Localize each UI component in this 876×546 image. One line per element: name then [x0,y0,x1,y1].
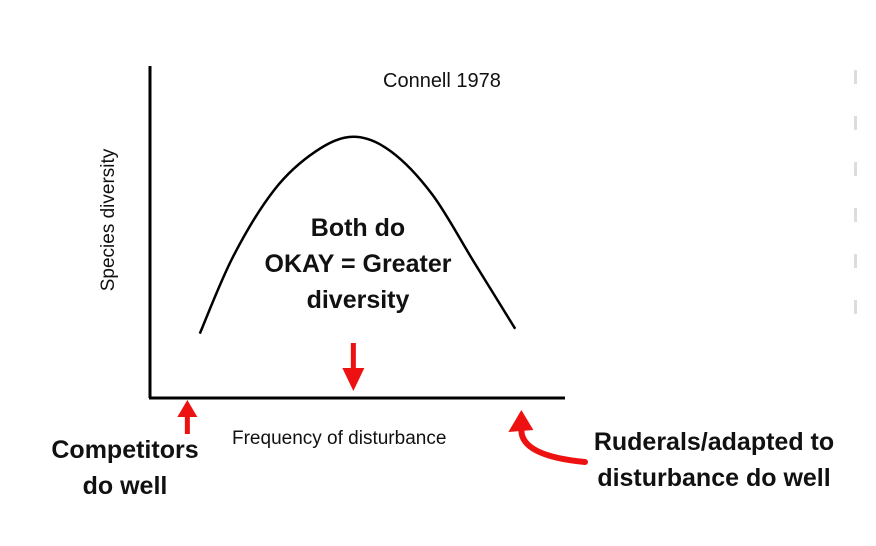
citation-label: Connell 1978 [383,70,501,92]
right-annotation: Ruderals/adapted to disturbance do well [566,424,862,496]
edge-artifact [854,70,857,320]
left-arrow-head [177,400,198,417]
x-axis-label: Frequency of disturbance [232,428,447,449]
center-annotation-line-1: Both do [310,214,406,242]
left-annotation-line-2: do well [82,472,168,500]
center-annotation: Both do OKAY = Greater diversity [237,210,479,318]
right-annotation-line-2: disturbance do well [597,464,831,492]
left-annotation: Competitors do well [30,432,220,504]
right-arrow-head [508,410,534,432]
y-axis-label: Species diversity [98,148,119,292]
center-annotation-line-3: diversity [306,286,410,314]
right-arrow-shaft [518,427,588,465]
diversity-curve [198,135,517,335]
center-arrow-head [342,368,365,391]
left-annotation-line-1: Competitors [51,436,199,464]
right-annotation-line-1: Ruderals/adapted to [593,428,835,456]
annotation-arrows [177,343,588,465]
center-annotation-line-2: OKAY = Greater [264,250,452,278]
